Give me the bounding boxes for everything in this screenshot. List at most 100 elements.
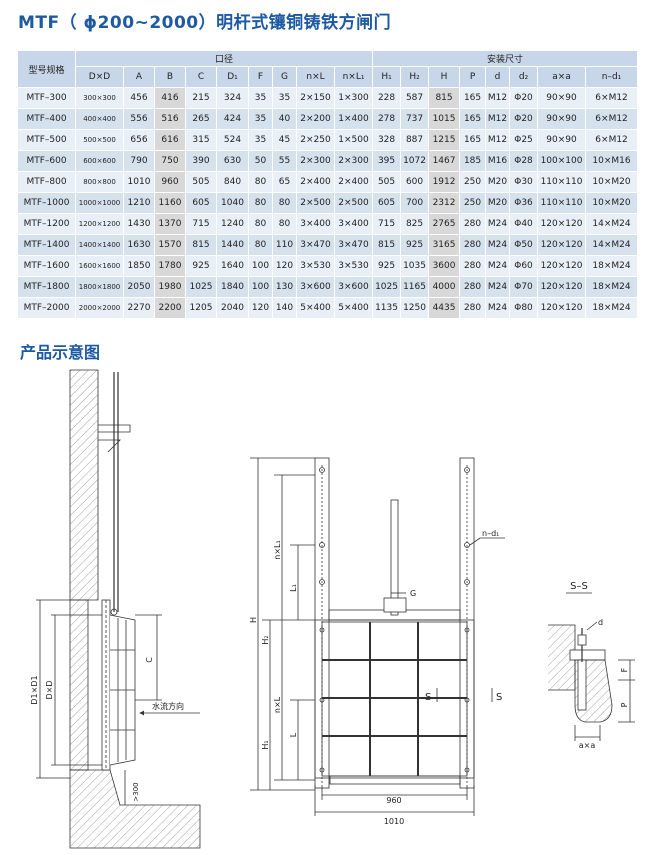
label-ss: S–S — [570, 581, 588, 592]
table-cell: 505 — [372, 171, 402, 193]
table-cell: 100 — [248, 276, 273, 298]
table-cell: 120×120 — [537, 297, 587, 319]
table-cell: 925 — [185, 255, 217, 277]
label-f: F — [620, 667, 629, 672]
table-cell: 35 — [248, 108, 273, 130]
table-cell-model: MTF–1200 — [17, 213, 76, 235]
table-cell-model: MTF–2000 — [17, 297, 76, 319]
table-cell: 1440 — [216, 234, 249, 256]
table-cell: 3×530 — [333, 255, 374, 277]
table-cell: 656 — [123, 129, 155, 151]
table-cell: 516 — [154, 108, 186, 130]
table-cell: 715 — [372, 213, 402, 235]
header-col: d — [485, 66, 511, 88]
table-cell: 1430 — [123, 213, 155, 235]
label-nd1: n–d₁ — [482, 529, 499, 538]
table-cell: 456 — [123, 87, 155, 109]
table-cell: 1912 — [428, 171, 461, 193]
table-cell: 120×120 — [537, 276, 587, 298]
table-cell: 815 — [428, 87, 461, 109]
table-cell: 14×M24 — [585, 234, 639, 256]
table-cell: 120×120 — [537, 213, 587, 235]
table-cell: Φ36 — [509, 192, 539, 214]
header-group-bore: 口径 — [74, 50, 374, 67]
header-col: n×L₁ — [333, 66, 374, 88]
table-cell: 3×400 — [333, 213, 374, 235]
table-cell: 5×400 — [333, 297, 374, 319]
table-cell: Φ20 — [509, 87, 539, 109]
table-cell-model: MTF–800 — [17, 171, 76, 193]
table-cell: 1200×1200 — [75, 213, 124, 235]
header-col: C — [185, 66, 217, 88]
table-cell: 18×M24 — [585, 297, 639, 319]
table-cell: 1250 — [400, 297, 430, 319]
table-cell: 40 — [272, 108, 297, 130]
front-view-labels: G n–d₁ H H₂ H₁ n×L₁ L₁ n×L L S S 960 101… — [249, 529, 502, 826]
table-cell: 960 — [154, 171, 186, 193]
table-cell-model: MTF–300 — [17, 87, 76, 109]
table-cell: Φ80 — [509, 297, 539, 319]
table-cell: 1160 — [154, 192, 186, 214]
table-cell: 2270 — [123, 297, 155, 319]
label-g: G — [410, 589, 416, 598]
table-cell: 500×500 — [75, 129, 124, 151]
table-cell: 395 — [372, 150, 402, 172]
table-cell: 1×400 — [333, 108, 374, 130]
table-cell: 55 — [272, 150, 297, 172]
table-cell: 1205 — [185, 297, 217, 319]
table-cell: 165 — [459, 129, 487, 151]
table-cell: 605 — [185, 192, 217, 214]
label-1010: 1010 — [384, 817, 404, 826]
table-cell-model: MTF–1800 — [17, 276, 76, 298]
table-cell: 1000×1000 — [75, 192, 124, 214]
table-cell: 110 — [272, 234, 297, 256]
table-cell: 280 — [459, 297, 487, 319]
table-cell: 6×M12 — [585, 108, 639, 130]
page-title: MTF（ ϕ200~2000）明杆式镶铜铸铁方闸门 — [18, 13, 392, 33]
front-view — [250, 457, 505, 816]
table-cell-model: MTF–1600 — [17, 255, 76, 277]
header-col: G — [272, 66, 297, 88]
label-d1xd1: D1×D1 — [30, 675, 39, 704]
table-cell: 280 — [459, 276, 487, 298]
table-cell: 100×100 — [537, 150, 587, 172]
table-cell: 185 — [459, 150, 487, 172]
table-cell: 280 — [459, 213, 487, 235]
table-cell: M24 — [485, 213, 511, 235]
table-cell: 825 — [400, 213, 430, 235]
label-300: >300 — [132, 782, 140, 801]
table-cell: 45 — [272, 129, 297, 151]
table-cell: 250 — [459, 192, 487, 214]
label-d: d — [598, 618, 603, 627]
table-cell: 737 — [400, 108, 430, 130]
table-cell: 556 — [123, 108, 155, 130]
table-cell: 390 — [185, 150, 217, 172]
table-cell: 1850 — [123, 255, 155, 277]
table-cell: 35 — [248, 87, 273, 109]
label-p: P — [620, 702, 629, 707]
label-h: H — [249, 617, 258, 623]
table-cell-model: MTF–500 — [17, 129, 76, 151]
table-cell: 120 — [248, 297, 273, 319]
label-c: C — [145, 657, 154, 663]
section-view — [548, 592, 635, 741]
table-cell: 328 — [372, 129, 402, 151]
label-960: 960 — [386, 796, 401, 805]
table-cell: Φ30 — [509, 171, 539, 193]
header-col: D₁ — [216, 66, 249, 88]
header-col: H₂ — [400, 66, 430, 88]
table-cell: 815 — [372, 234, 402, 256]
table-cell: 165 — [459, 87, 487, 109]
table-cell: 80 — [248, 213, 273, 235]
table-cell: 815 — [185, 234, 217, 256]
table-cell: 400×400 — [75, 108, 124, 130]
table-cell: M12 — [485, 108, 511, 130]
table-cell: 630 — [216, 150, 249, 172]
